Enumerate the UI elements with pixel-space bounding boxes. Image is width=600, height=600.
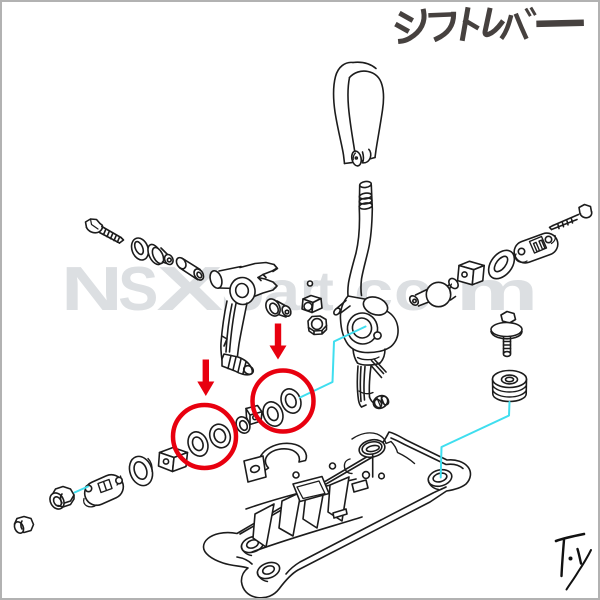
svg-text:N: N bbox=[61, 255, 123, 324]
svg-text:S: S bbox=[118, 255, 158, 324]
svg-text:t: t bbox=[316, 259, 334, 322]
